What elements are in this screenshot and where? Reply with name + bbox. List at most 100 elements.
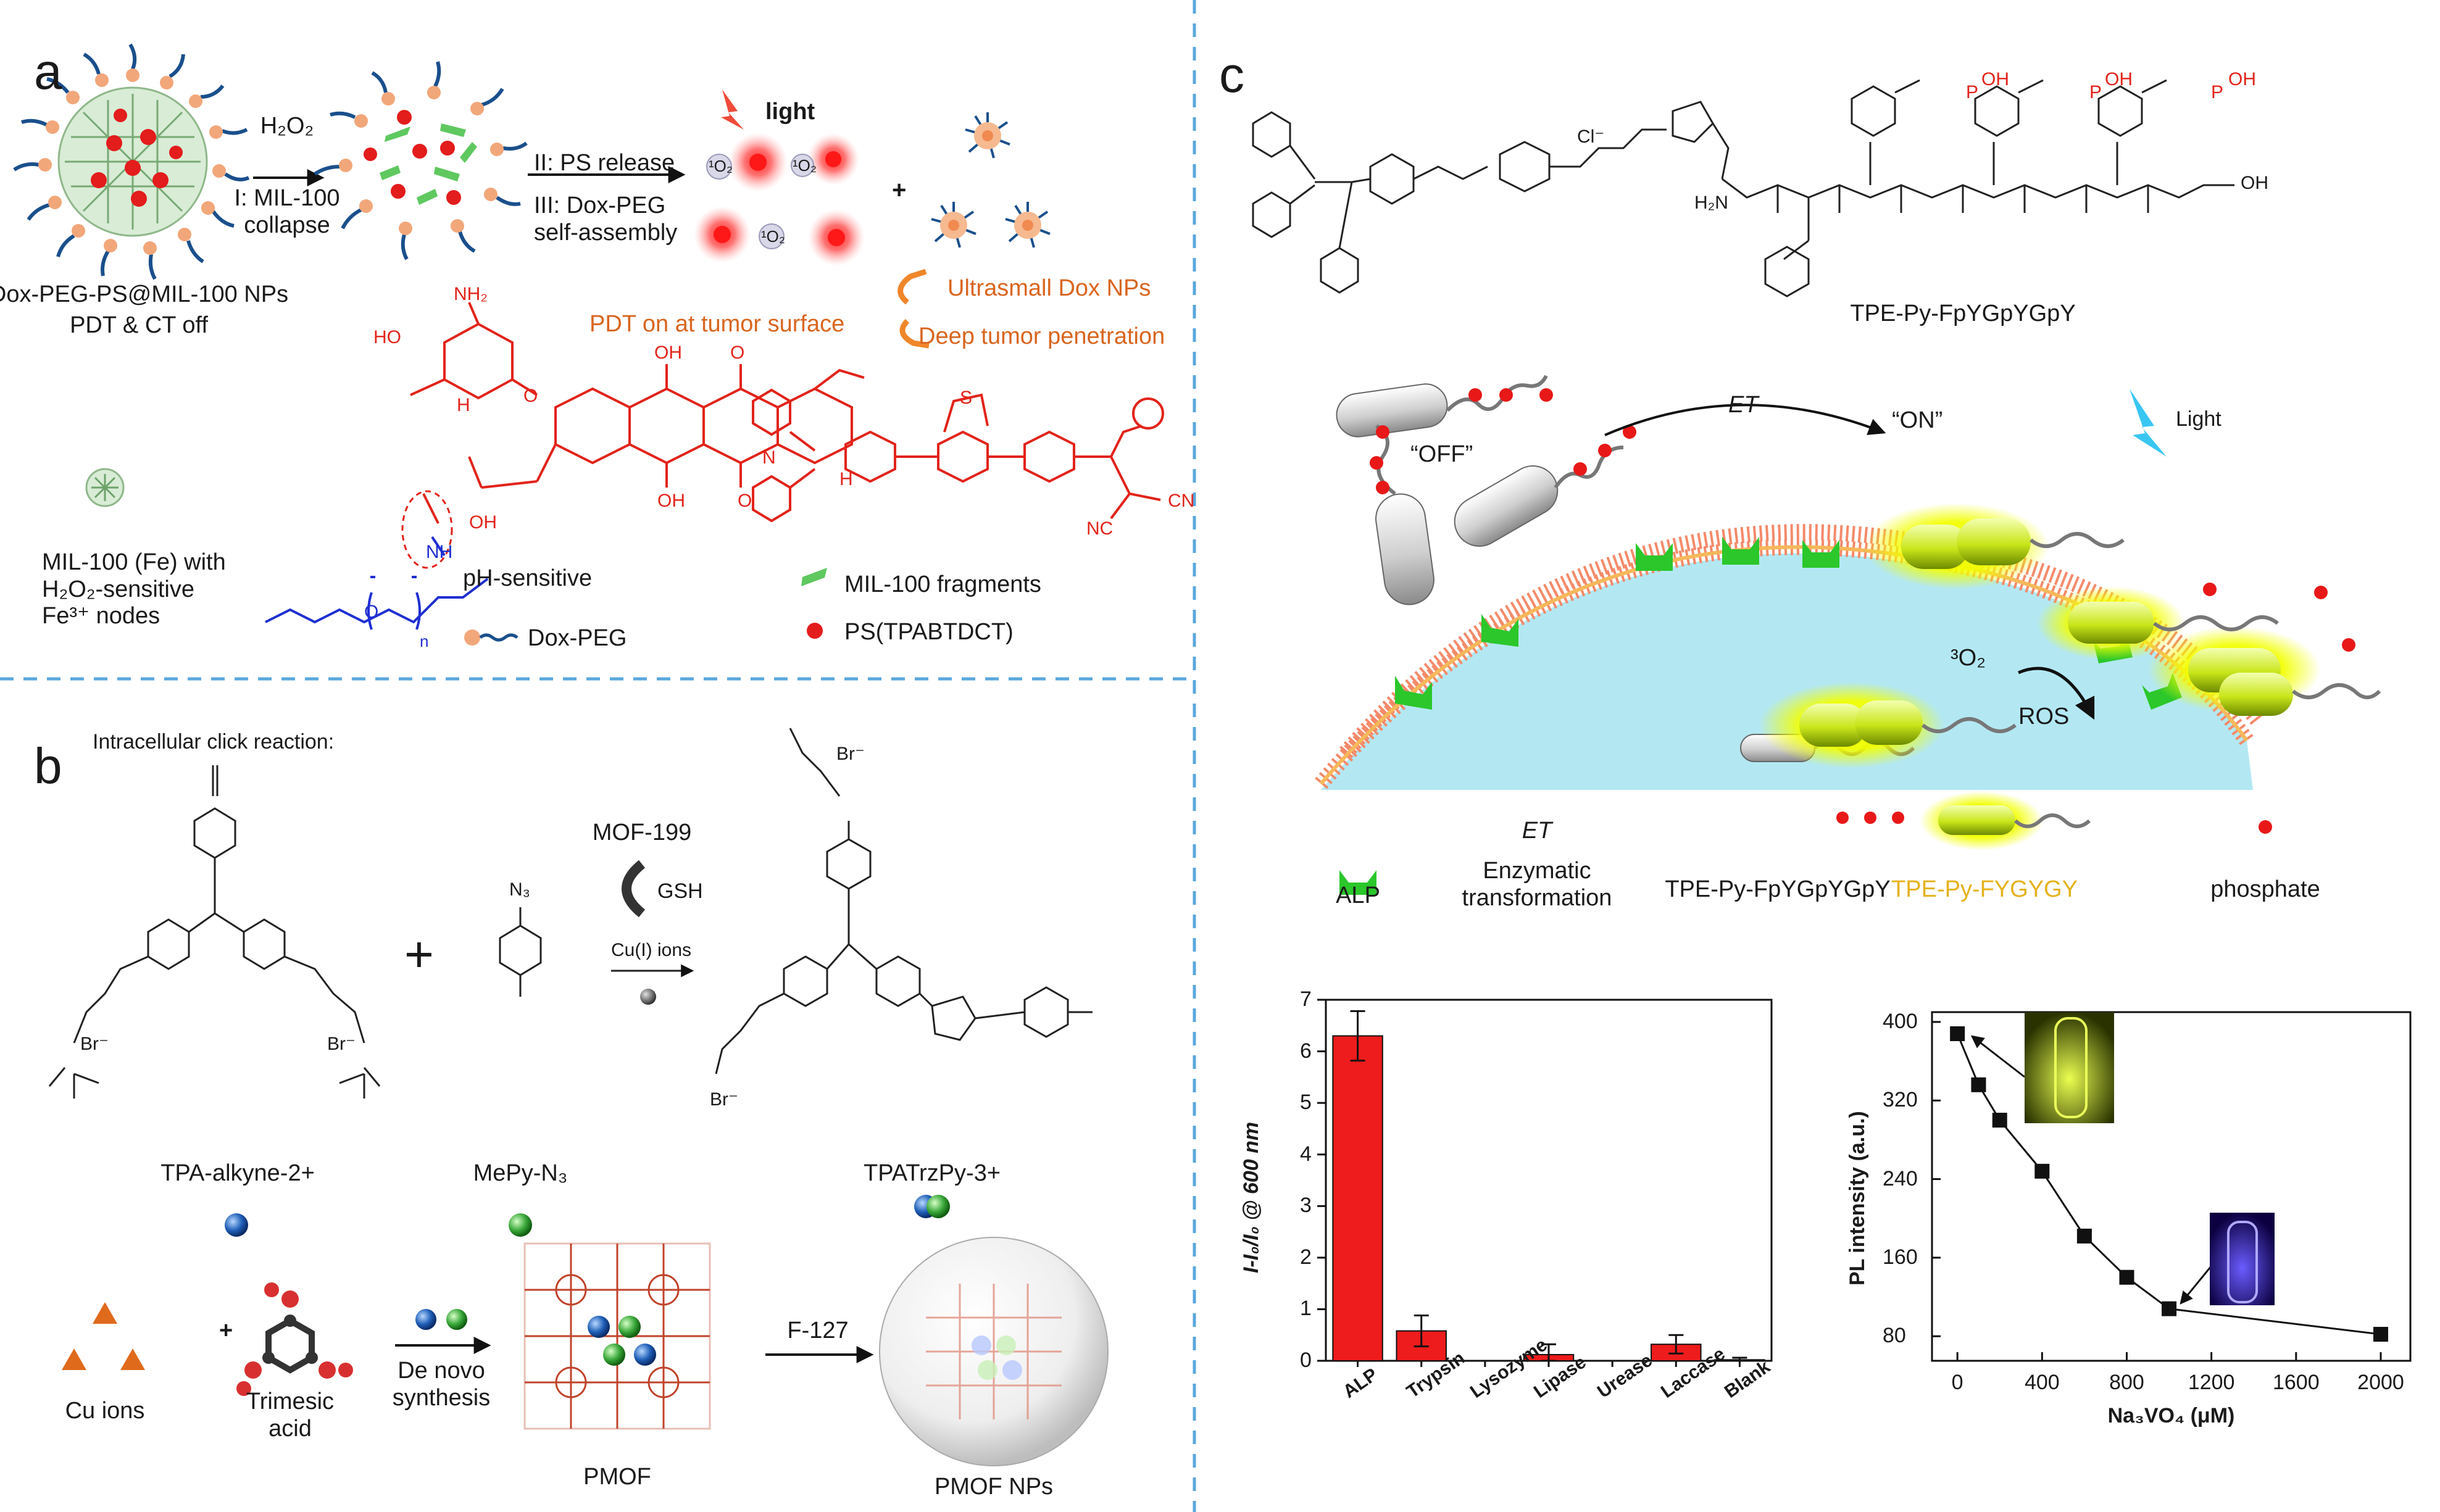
atom-sub-n: n xyxy=(420,632,429,650)
y-tick-label: 400 xyxy=(1883,1009,1918,1033)
legend-et: ET xyxy=(1522,818,1552,844)
dox-structure xyxy=(410,302,865,489)
phospho-oh-1: OH xyxy=(2228,69,2256,89)
line-chart xyxy=(1931,1011,2412,1362)
atom-ho: HO xyxy=(373,327,401,347)
legend-enzymatic: Enzymatic transformation xyxy=(1462,858,1612,911)
atom-o-peg: O xyxy=(364,602,379,622)
light-label-c: Light xyxy=(2176,407,2221,431)
phospho-p-1: P xyxy=(2211,82,2224,102)
atom-o-3: O xyxy=(738,491,752,511)
atom-n-ps: N xyxy=(762,447,776,468)
atom-nc: NC xyxy=(1086,518,1114,539)
atom-nh: NH xyxy=(426,542,453,562)
series-line xyxy=(1956,1033,2381,1335)
acid-oh: OH xyxy=(2241,173,2268,193)
ps-structure xyxy=(752,388,1164,523)
phospho-p-3: P xyxy=(1966,82,1979,102)
compound-tpa-alkyne: TPA-alkyne-2+ xyxy=(160,1160,315,1186)
panel-a-graphics xyxy=(13,43,1164,646)
legend-fragment-icon xyxy=(801,568,827,586)
alp-enzyme xyxy=(1395,676,1432,710)
lightning-icon xyxy=(721,89,744,130)
dox-nps xyxy=(931,112,1051,248)
panel-a-label: a xyxy=(34,44,62,100)
atom-oh-1: OH xyxy=(654,343,682,363)
atom-nh2: NH₂ xyxy=(454,284,488,304)
atom-oh-2: OH xyxy=(657,491,685,511)
tpa-ball xyxy=(225,1213,248,1237)
x-tick-label: 800 xyxy=(2109,1371,2144,1394)
legend-alp: ALP xyxy=(1336,883,1380,908)
oxygen-label: ³O₂ xyxy=(1951,645,1986,671)
collapsed-mof xyxy=(314,61,528,260)
trimesic-label: Trimesic acid xyxy=(246,1389,335,1442)
x-tick-label: 1200 xyxy=(2188,1371,2235,1394)
data-point xyxy=(1971,1077,1986,1092)
atom-o-2: O xyxy=(730,343,745,363)
legend-doxpeg-icon xyxy=(464,629,518,646)
et-label: ET xyxy=(1728,392,1759,418)
legend-phosphate-icon xyxy=(2259,820,2272,834)
y-tick-label: 1 xyxy=(1300,1297,1312,1321)
atom-o: O xyxy=(523,386,538,406)
line-chart-frame xyxy=(1931,1011,2412,1362)
chloride-label: Cl⁻ xyxy=(1577,127,1605,147)
mof199-label: MOF-199 xyxy=(592,820,692,845)
gsh-label: GSH xyxy=(657,879,703,903)
data-point xyxy=(1950,1026,1965,1042)
pmof-lattice xyxy=(523,1242,711,1430)
cu-ions-label: Cu ions xyxy=(65,1398,145,1424)
phospho-oh-3: OH xyxy=(1981,69,2009,89)
y-tick-label: 6 xyxy=(1300,1039,1312,1063)
data-point xyxy=(2119,1269,2134,1285)
br-3: Br⁻ xyxy=(836,744,865,764)
f127-label: F-127 xyxy=(787,1318,849,1344)
step1-label: I: MIL-100 collapse xyxy=(234,185,340,238)
legend-ps-icon xyxy=(807,623,823,639)
singlet-oxygen-3: ¹O₂ xyxy=(761,227,785,246)
panel-b-graphics xyxy=(48,728,1093,1099)
plus-sign-a: + xyxy=(892,177,907,204)
h2o2-label: H₂O₂ xyxy=(260,113,314,139)
trimesic-acid-molecule xyxy=(236,1282,353,1396)
vial-images xyxy=(2025,1012,2275,1305)
legend-off-probe: TPE-Py-FpYGpYGpY xyxy=(1665,876,1891,902)
legend-on-probe: TPE-Py-FYGYGY xyxy=(1891,876,2078,902)
br-4: Br⁻ xyxy=(710,1089,738,1110)
y-tick-label: 0 xyxy=(1300,1348,1312,1372)
y-tick-label: 80 xyxy=(1883,1324,1906,1348)
br-2: Br⁻ xyxy=(327,1034,356,1054)
legend-fragments-label: MIL-100 fragments xyxy=(844,571,1041,597)
singlet-oxygen-1: ¹O₂ xyxy=(709,157,733,175)
data-point xyxy=(2034,1163,2050,1179)
ultrasmall-label: Ultrasmall Dox NPs xyxy=(947,275,1151,301)
legend-ps-label: PS(TPABTDCT) xyxy=(844,619,1014,645)
y-tick-label: 3 xyxy=(1300,1194,1312,1218)
x-tick-label: 1600 xyxy=(2272,1371,2320,1394)
atom-oh-3: OH xyxy=(469,512,497,533)
panel-c-graphics xyxy=(1252,79,2266,790)
data-point xyxy=(2162,1301,2177,1316)
n3-group: N₃ xyxy=(509,879,530,900)
pmof-nps-label: PMOF NPs xyxy=(934,1474,1054,1500)
click-reaction-title: Intracellular click reaction: xyxy=(93,730,335,754)
bar xyxy=(1332,1035,1383,1361)
plus-sign-b2: + xyxy=(219,1318,233,1344)
singlet-oxygen-2: ¹O₂ xyxy=(793,156,817,175)
ph-sensitive-label: pH-sensitive xyxy=(463,565,593,591)
vial-yellow-image xyxy=(2025,1012,2114,1123)
mil-100-crystal xyxy=(85,468,125,507)
de-novo-label: De novo synthesis xyxy=(392,1358,491,1411)
ps-glow xyxy=(694,133,865,266)
phospho-oh-2: OH xyxy=(2105,69,2133,89)
off-label: “OFF” xyxy=(1410,441,1473,467)
panel-c-bio xyxy=(1336,375,2381,895)
panel-b-label: b xyxy=(34,738,62,794)
h2n-label: H₂N xyxy=(1694,193,1728,213)
bar-chart-frame xyxy=(1325,999,1773,1362)
cycle-arrow xyxy=(897,268,927,305)
plus-sign-b: + xyxy=(404,926,434,982)
panel-b-spheres xyxy=(62,989,1109,1466)
y-tick-label: 4 xyxy=(1300,1142,1312,1166)
